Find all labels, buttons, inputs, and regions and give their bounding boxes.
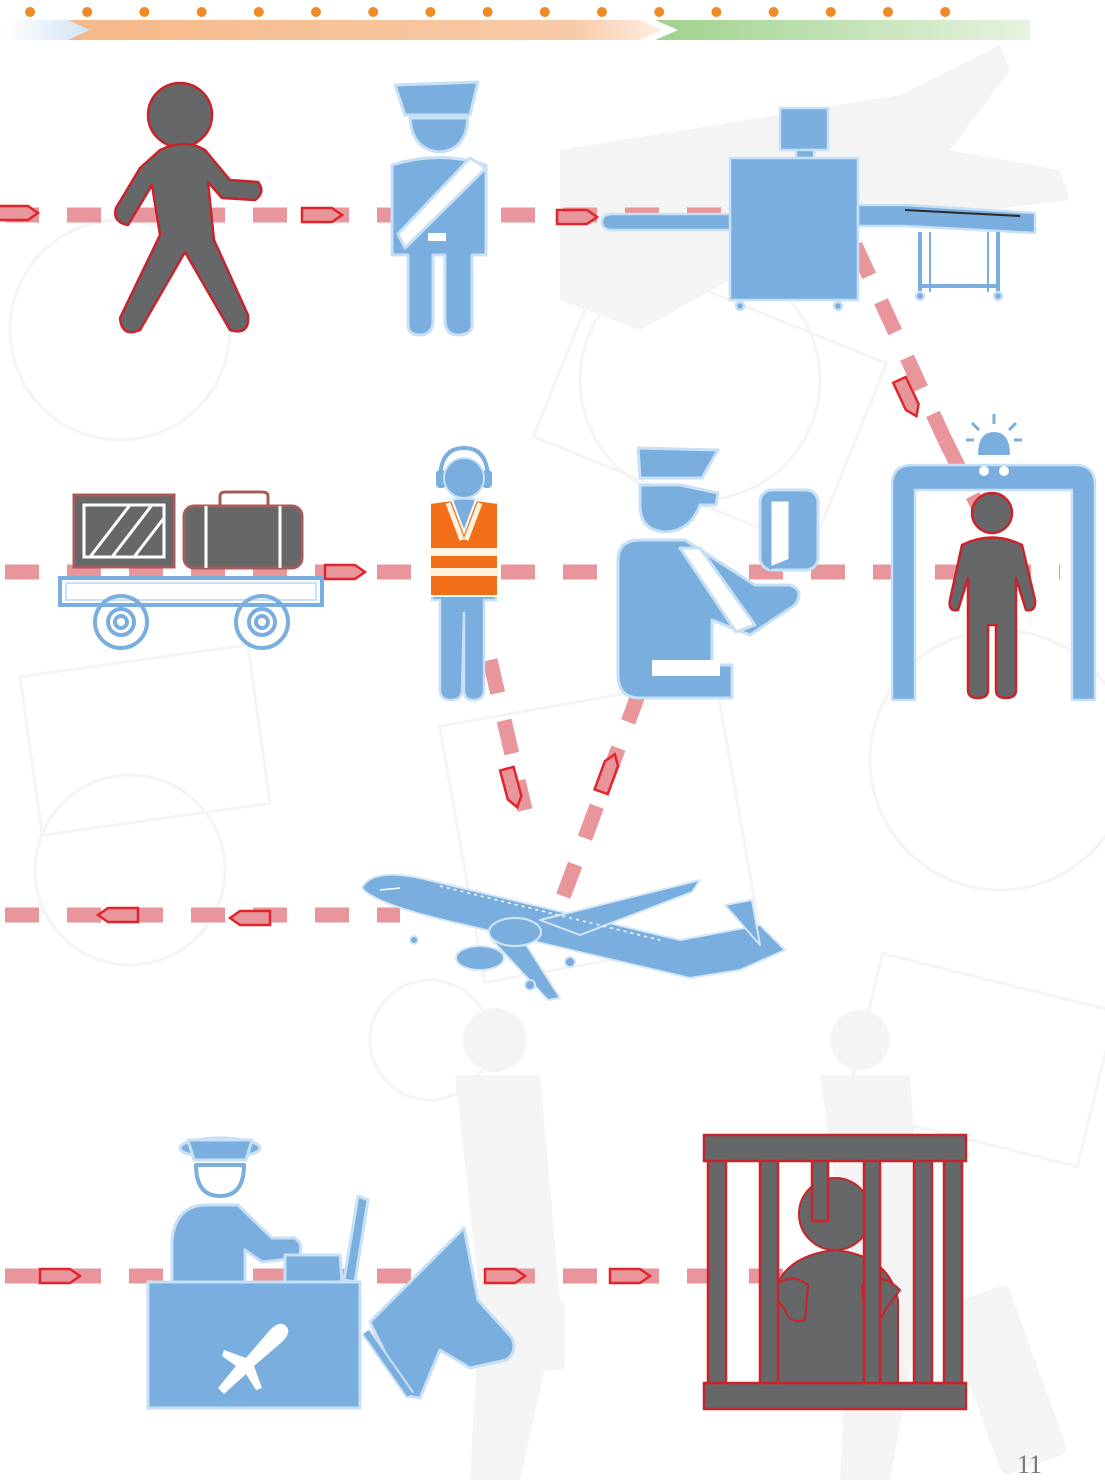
progress-dot: [82, 7, 92, 17]
airport-officer-icon: [392, 82, 486, 335]
route-arrow: [230, 911, 270, 925]
scanned-passenger-icon: [950, 493, 1035, 698]
route-dash: [560, 690, 640, 905]
progress-dot: [883, 7, 893, 17]
page-number: 11: [1017, 1450, 1042, 1479]
progress-dot: [425, 7, 435, 17]
progress-dot: [540, 7, 550, 17]
progress-dot: [826, 7, 836, 17]
progress-dots: [25, 7, 950, 17]
progress-dot: [368, 7, 378, 17]
progress-dot: [139, 7, 149, 17]
route-arrow: [485, 1269, 525, 1283]
progress-dot: [769, 7, 779, 17]
progress-dot: [654, 7, 664, 17]
progress-band: [5, 7, 1030, 40]
progress-dot: [483, 7, 493, 17]
route-arrow: [302, 208, 342, 222]
walking-traveler-icon: [115, 83, 261, 332]
band-orange: [68, 20, 662, 40]
route-arrow: [98, 908, 138, 922]
route-arrow: [40, 1269, 80, 1283]
progress-dot: [711, 7, 721, 17]
progress-dot: [254, 7, 264, 17]
route-arrow: [325, 565, 365, 579]
route-arrow: [0, 206, 38, 220]
progress-dot: [25, 7, 35, 17]
immigration-officer-icon: [618, 448, 818, 698]
route-arrow: [610, 1269, 650, 1283]
band-green: [655, 20, 1030, 40]
progress-dot: [197, 7, 207, 17]
progress-dot: [311, 7, 321, 17]
jail-icon: [704, 1135, 966, 1409]
progress-dot: [940, 7, 950, 17]
route-arrow: [557, 210, 597, 224]
progress-dot: [597, 7, 607, 17]
